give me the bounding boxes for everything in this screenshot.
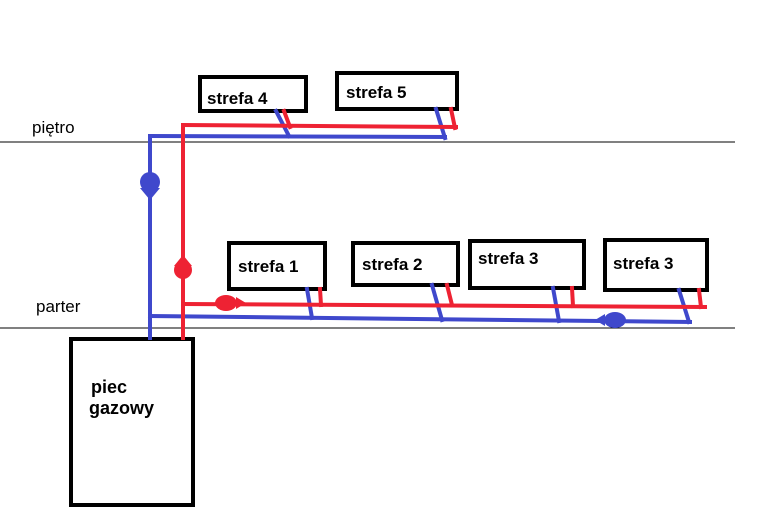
zone-3b: strefa 3	[603, 238, 709, 292]
zone-label: strefa 3	[478, 249, 538, 268]
gas-boiler: piec gazowy	[69, 337, 195, 507]
boiler-label-line1: piec	[91, 377, 127, 397]
floor-label-upper: piętro	[32, 118, 75, 137]
floor-label-ground: parter	[36, 297, 81, 316]
pump-supply-riser-icon	[174, 255, 192, 279]
zone-5: strefa 5	[335, 71, 459, 111]
zone-3a: strefa 3	[468, 239, 586, 290]
pump-supply-ground-icon	[215, 295, 246, 311]
pump-return-riser-icon	[140, 172, 160, 200]
boiler-label-line2: gazowy	[89, 398, 154, 418]
zone-label: strefa 3	[613, 254, 673, 273]
zone-4: strefa 4	[198, 75, 308, 113]
supply-pipes	[180, 106, 708, 340]
pump-return-ground-icon	[595, 312, 626, 328]
zone-label: strefa 5	[346, 83, 406, 102]
zone-label: strefa 4	[207, 89, 268, 108]
zone-label: strefa 1	[238, 257, 298, 276]
zone-label: strefa 2	[362, 255, 422, 274]
zone-2: strefa 2	[351, 241, 460, 287]
zone-1: strefa 1	[227, 241, 327, 291]
